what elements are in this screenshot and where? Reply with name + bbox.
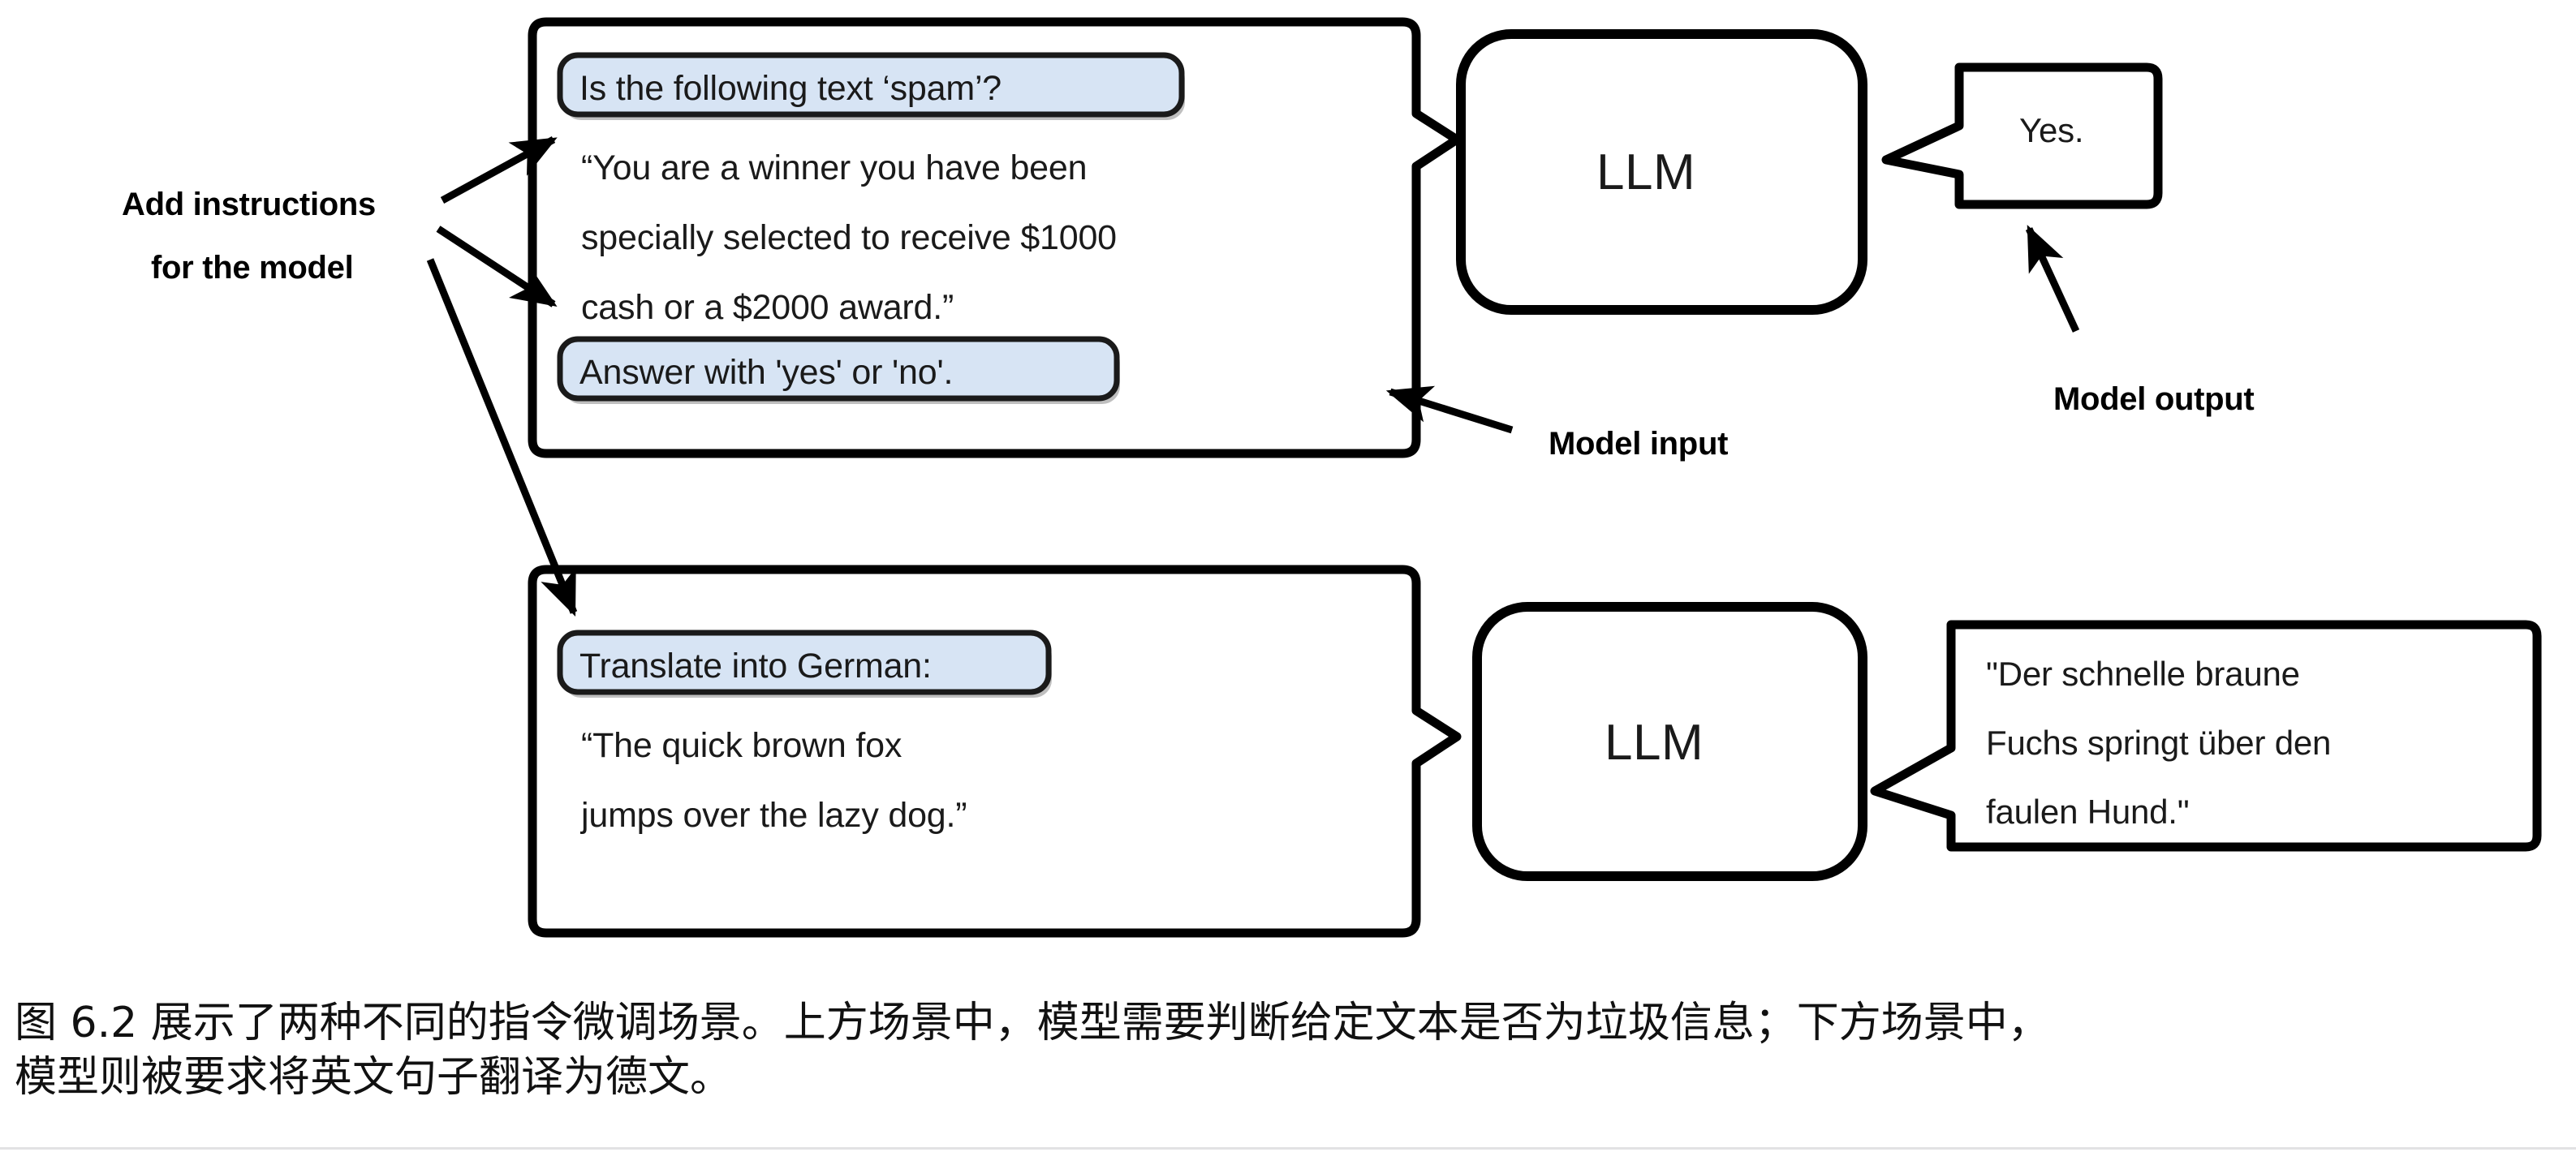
llm-label-top: LLM: [1596, 144, 1696, 200]
arrow-instructions-to-top-pill: [440, 136, 558, 204]
output-line-top-1: Yes.: [2019, 111, 2084, 149]
caption-line-2: 模型则被要求将英文句子翻译为德文。: [15, 1052, 733, 1102]
caption-line-1: 图 6.2 展示了两种不同的指令微调场景。上方场景中，模型需要判断给定文本是否为…: [15, 999, 2050, 1047]
instruction-pill-bottom-label: Translate into German:: [579, 647, 932, 686]
output-line-bottom-3: faulen Hund.": [1986, 793, 2190, 831]
output-line-bottom-1: "Der schnelle braune: [1986, 655, 2300, 693]
prompt-line-3: cash or a $2000 award.”: [581, 288, 954, 327]
output-line-bottom-2: Fuchs springt über den: [1986, 724, 2332, 762]
arrow-instructions-to-answer-pill: [436, 226, 558, 307]
translate-prompt-line-2: jumps over the lazy dog.”: [581, 796, 967, 835]
annotation-add-instructions-line-1: Add instructions: [122, 187, 376, 222]
arrow-model-input: [1385, 385, 1514, 434]
annotation-model-output: Model output: [2053, 381, 2255, 417]
instruction-pill-top-label: Is the following text ‘spam’?: [579, 69, 1002, 108]
llm-label-bottom: LLM: [1605, 715, 1704, 771]
prompt-line-2: specially selected to receive $1000: [581, 218, 1117, 257]
arrow-instructions-to-bottom-pill: [426, 258, 578, 617]
translate-prompt-line-1: “The quick brown fox: [581, 726, 902, 765]
annotation-add-instructions-line-2: for the model: [151, 250, 354, 286]
answer-pill-label: Answer with 'yes' or 'no'.: [579, 353, 954, 392]
bottom-divider: [0, 1147, 2576, 1150]
figure-caption: 图 6.2 展示了两种不同的指令微调场景。上方场景中，模型需要判断给定文本是否为…: [15, 996, 2571, 1104]
arrow-model-output: [2025, 225, 2080, 333]
annotation-model-input: Model input: [1549, 426, 1729, 462]
prompt-line-1: “You are a winner you have been: [581, 148, 1088, 187]
